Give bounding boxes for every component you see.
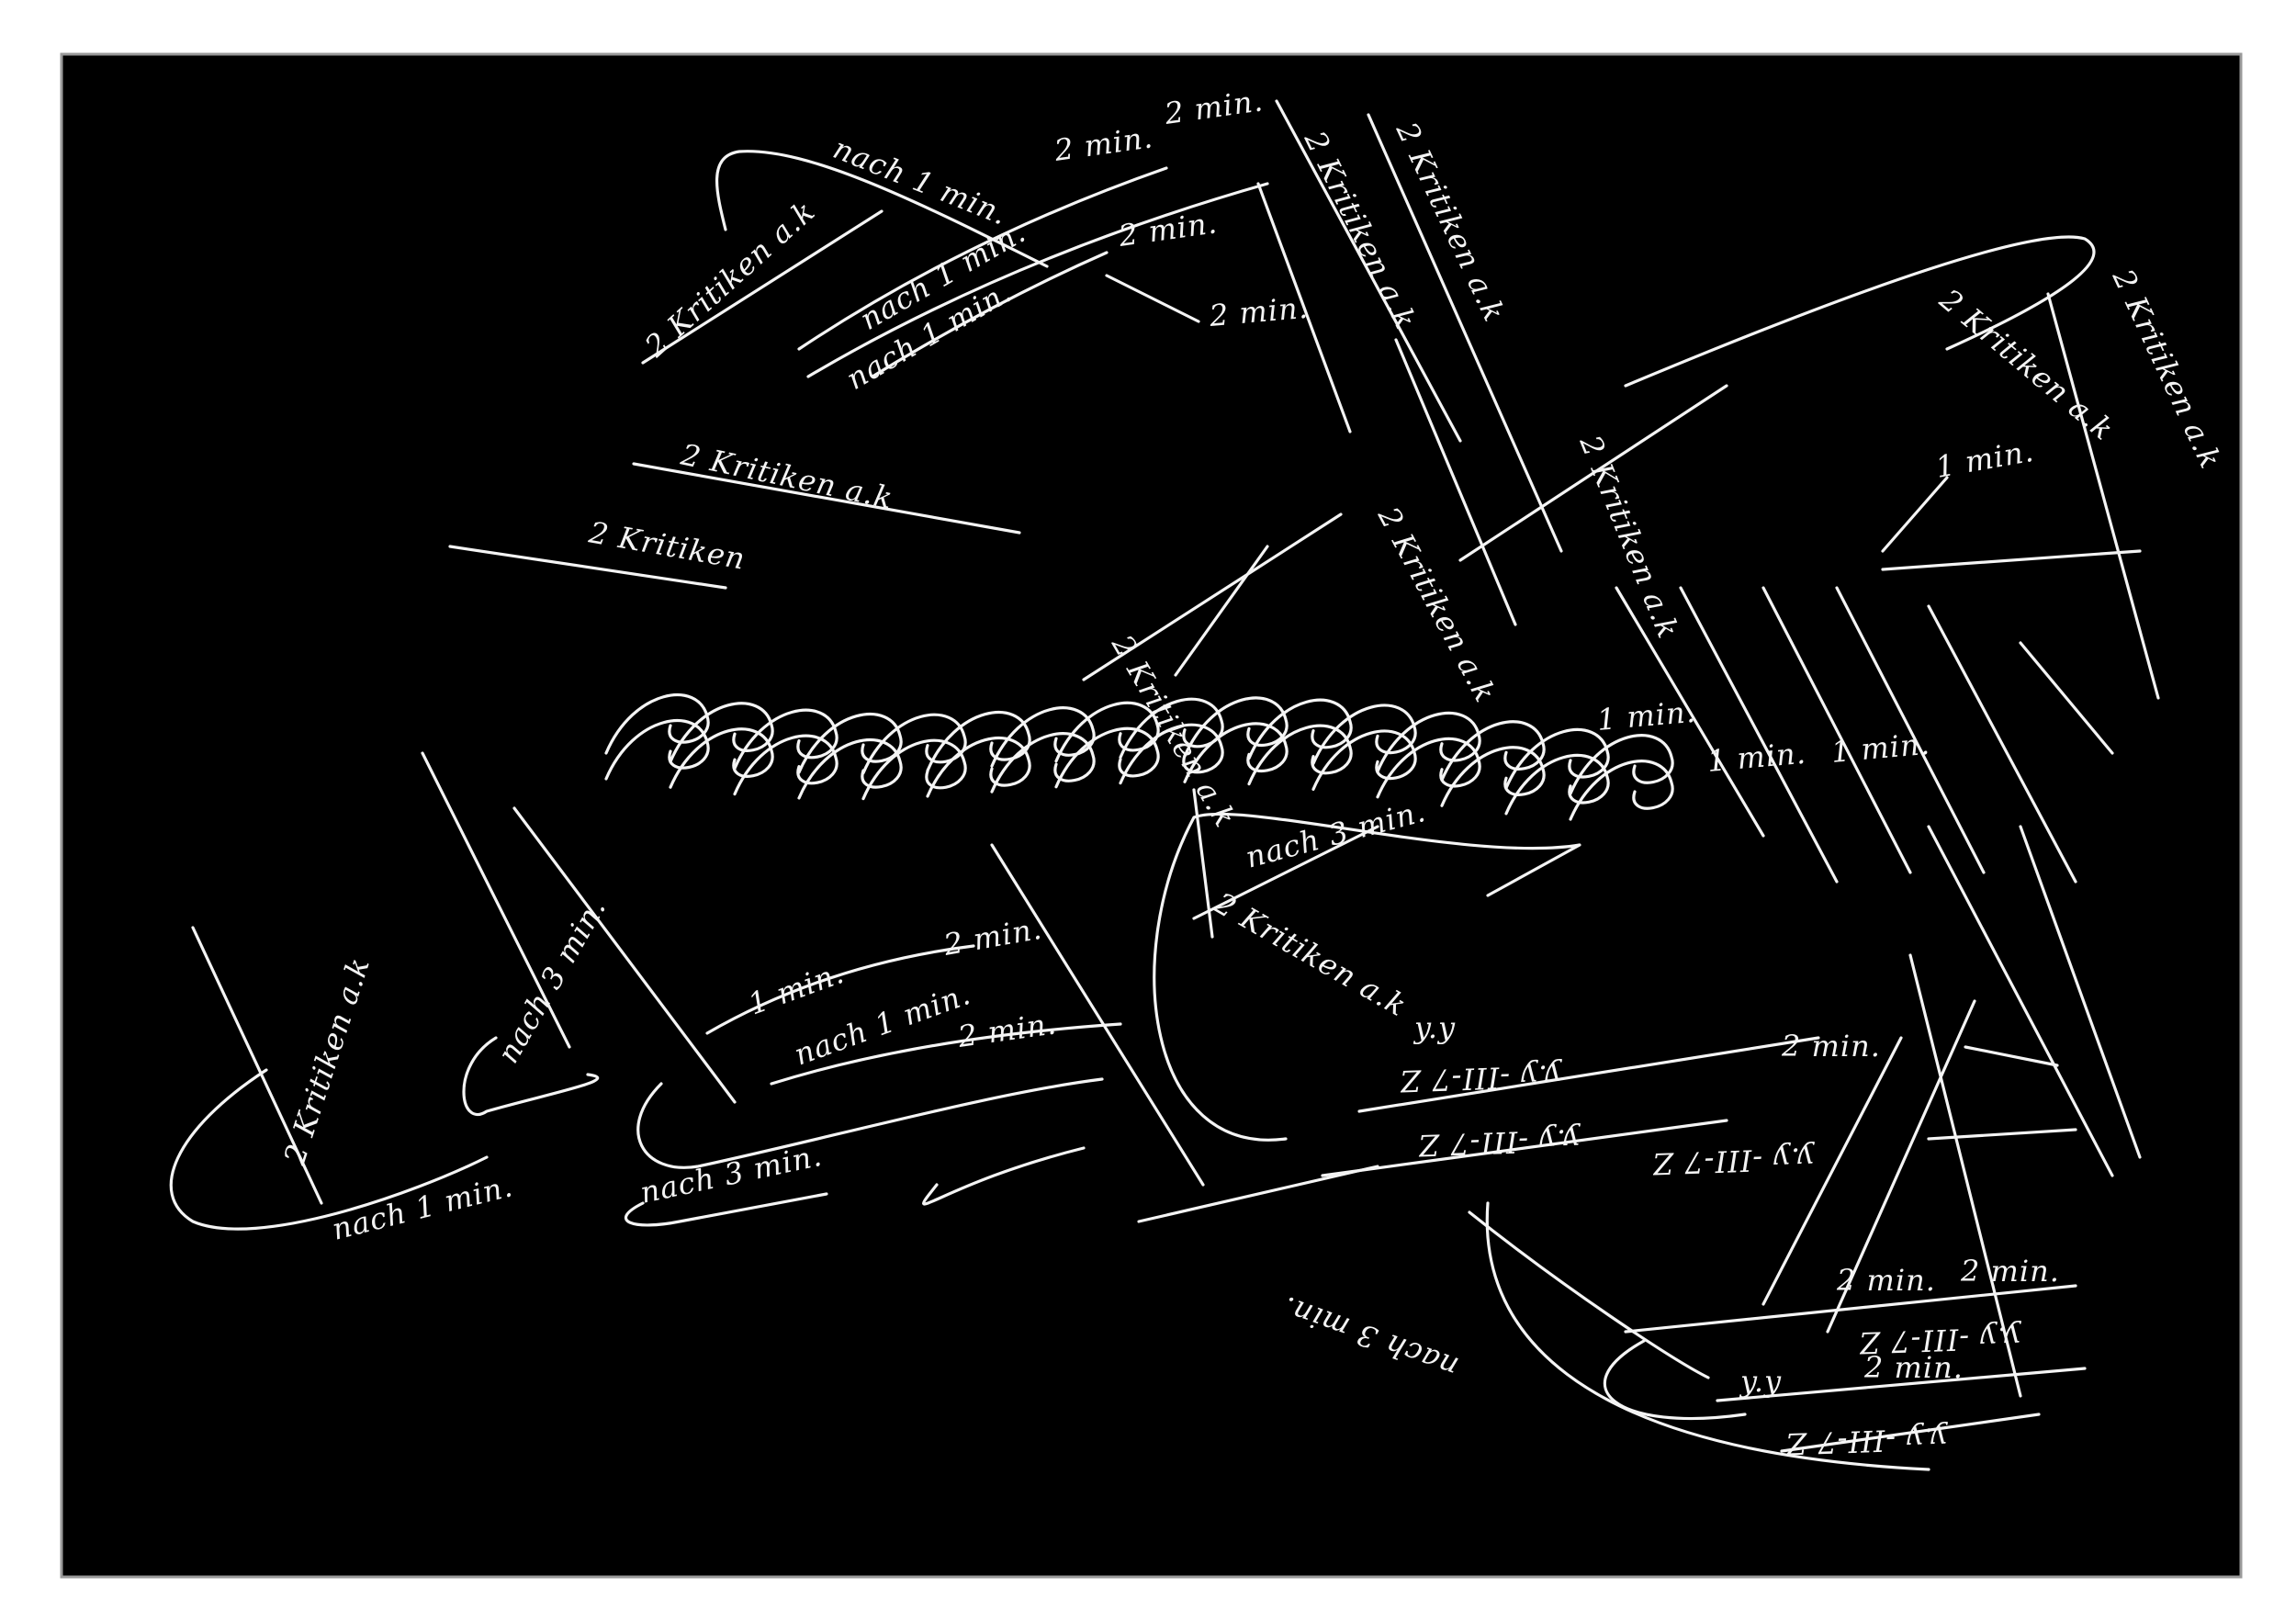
curve-line (1761, 1036, 1903, 1306)
rope-loop (1569, 760, 1674, 821)
curve-line (1761, 586, 1912, 874)
curve-line (1780, 1413, 2041, 1453)
curve-line (1927, 604, 2077, 884)
curve-line (1174, 545, 1269, 677)
curve-line (1458, 384, 1728, 562)
curve-line (715, 150, 1049, 268)
rope-loop (990, 706, 1096, 768)
twisted-rope-figure (604, 693, 1674, 821)
handwritten-annotation: 1 min. (1829, 726, 1931, 770)
curve-line (2019, 825, 2142, 1159)
rope-loop (1119, 723, 1224, 785)
handwritten-annotation: 1 min. (1595, 694, 1697, 737)
curve-line (462, 1036, 600, 1116)
curve-line (512, 806, 737, 1104)
rope-loop (990, 732, 1096, 794)
curve-line (1468, 1210, 1710, 1379)
rope-loop (669, 702, 774, 763)
curve-line (1881, 549, 2142, 571)
curve-line (1192, 825, 1379, 920)
curve-line (636, 1077, 1104, 1169)
curve-line (1927, 825, 2114, 1177)
curve-line (191, 926, 323, 1205)
curve-line (169, 1068, 489, 1231)
curve-line (1256, 182, 1352, 433)
curve-line (1153, 812, 1581, 1142)
curve-line (1615, 586, 1765, 838)
handwritten-annotation: 2 min. (1960, 1254, 2060, 1289)
black-board (60, 52, 2243, 1579)
curve-line (1603, 1339, 1747, 1421)
rope-loop (926, 711, 1031, 772)
curve-line (624, 1192, 828, 1227)
curve-line (1357, 1036, 1820, 1113)
curve-line (641, 209, 884, 365)
handwritten-annotation: y.y -III-7 Z (1399, 1058, 1564, 1098)
curve-line (1927, 1128, 2077, 1141)
rope-loop (861, 713, 967, 775)
curve-line (421, 751, 571, 1049)
handwritten-annotation: 2 min. (1781, 1029, 1881, 1064)
handwritten-annotation: 2 min. (1207, 290, 1310, 333)
handwritten-annotation: y.y (1739, 1364, 1782, 1399)
curve-line (1826, 999, 1976, 1334)
curve-line (1137, 1165, 1379, 1223)
curve-line (797, 166, 1168, 351)
handwritten-annotation: y.y -III-7 Z (1784, 1421, 1950, 1461)
rope-loop (1311, 729, 1417, 792)
curve-line (1908, 953, 2022, 1398)
curve-line (1367, 113, 1563, 553)
curve-line (990, 843, 1205, 1187)
curve-line (1275, 99, 1462, 443)
rope-loop (1119, 697, 1224, 760)
stroke-layer (169, 99, 2160, 1471)
curve-line (806, 182, 1269, 378)
rope-loop (1311, 704, 1417, 766)
curve-line (770, 1022, 1122, 1086)
rope-loop (1054, 701, 1160, 763)
rope-loop (1569, 734, 1674, 795)
curve-line (1835, 586, 1986, 874)
curve-line (1394, 338, 1517, 626)
curve-line (1881, 476, 1949, 553)
handwritten-annotation: 2 min. (1836, 1263, 1936, 1298)
rope-loop (861, 738, 967, 801)
curve-line (1321, 1119, 1728, 1177)
handwritten-annotation: y.y -III-7 Z (1858, 1320, 2023, 1360)
curve-line (1964, 1045, 2059, 1067)
curve-line (705, 944, 975, 1035)
handwritten-annotation: y.y (1412, 1010, 1456, 1045)
curve-line (448, 545, 727, 590)
curve-line (632, 462, 1021, 535)
handwritten-annotation: y.y -III-7 Z (1651, 1141, 1817, 1181)
curve-line (2019, 641, 2114, 755)
handwritten-annotation: 1 min. (1705, 736, 1807, 779)
curve-line (1679, 586, 1839, 884)
rope-loop (926, 737, 1031, 798)
curve-line (1624, 235, 2096, 388)
rope-loop (669, 727, 774, 789)
handwritten-annotation: y.y -III-7 Z (1417, 1122, 1582, 1163)
curve-line (922, 1146, 1086, 1206)
curve-line (871, 251, 1109, 378)
handwritten-annotation: 2 min. (1863, 1350, 1964, 1385)
curve-line (1624, 1284, 2077, 1334)
curve-line (2046, 292, 2160, 700)
curve-line (1485, 1201, 1930, 1471)
curve-line (1716, 1367, 2087, 1402)
curve-line (1105, 274, 1200, 323)
curve-line (1082, 512, 1343, 681)
rope-loop (1054, 726, 1160, 789)
